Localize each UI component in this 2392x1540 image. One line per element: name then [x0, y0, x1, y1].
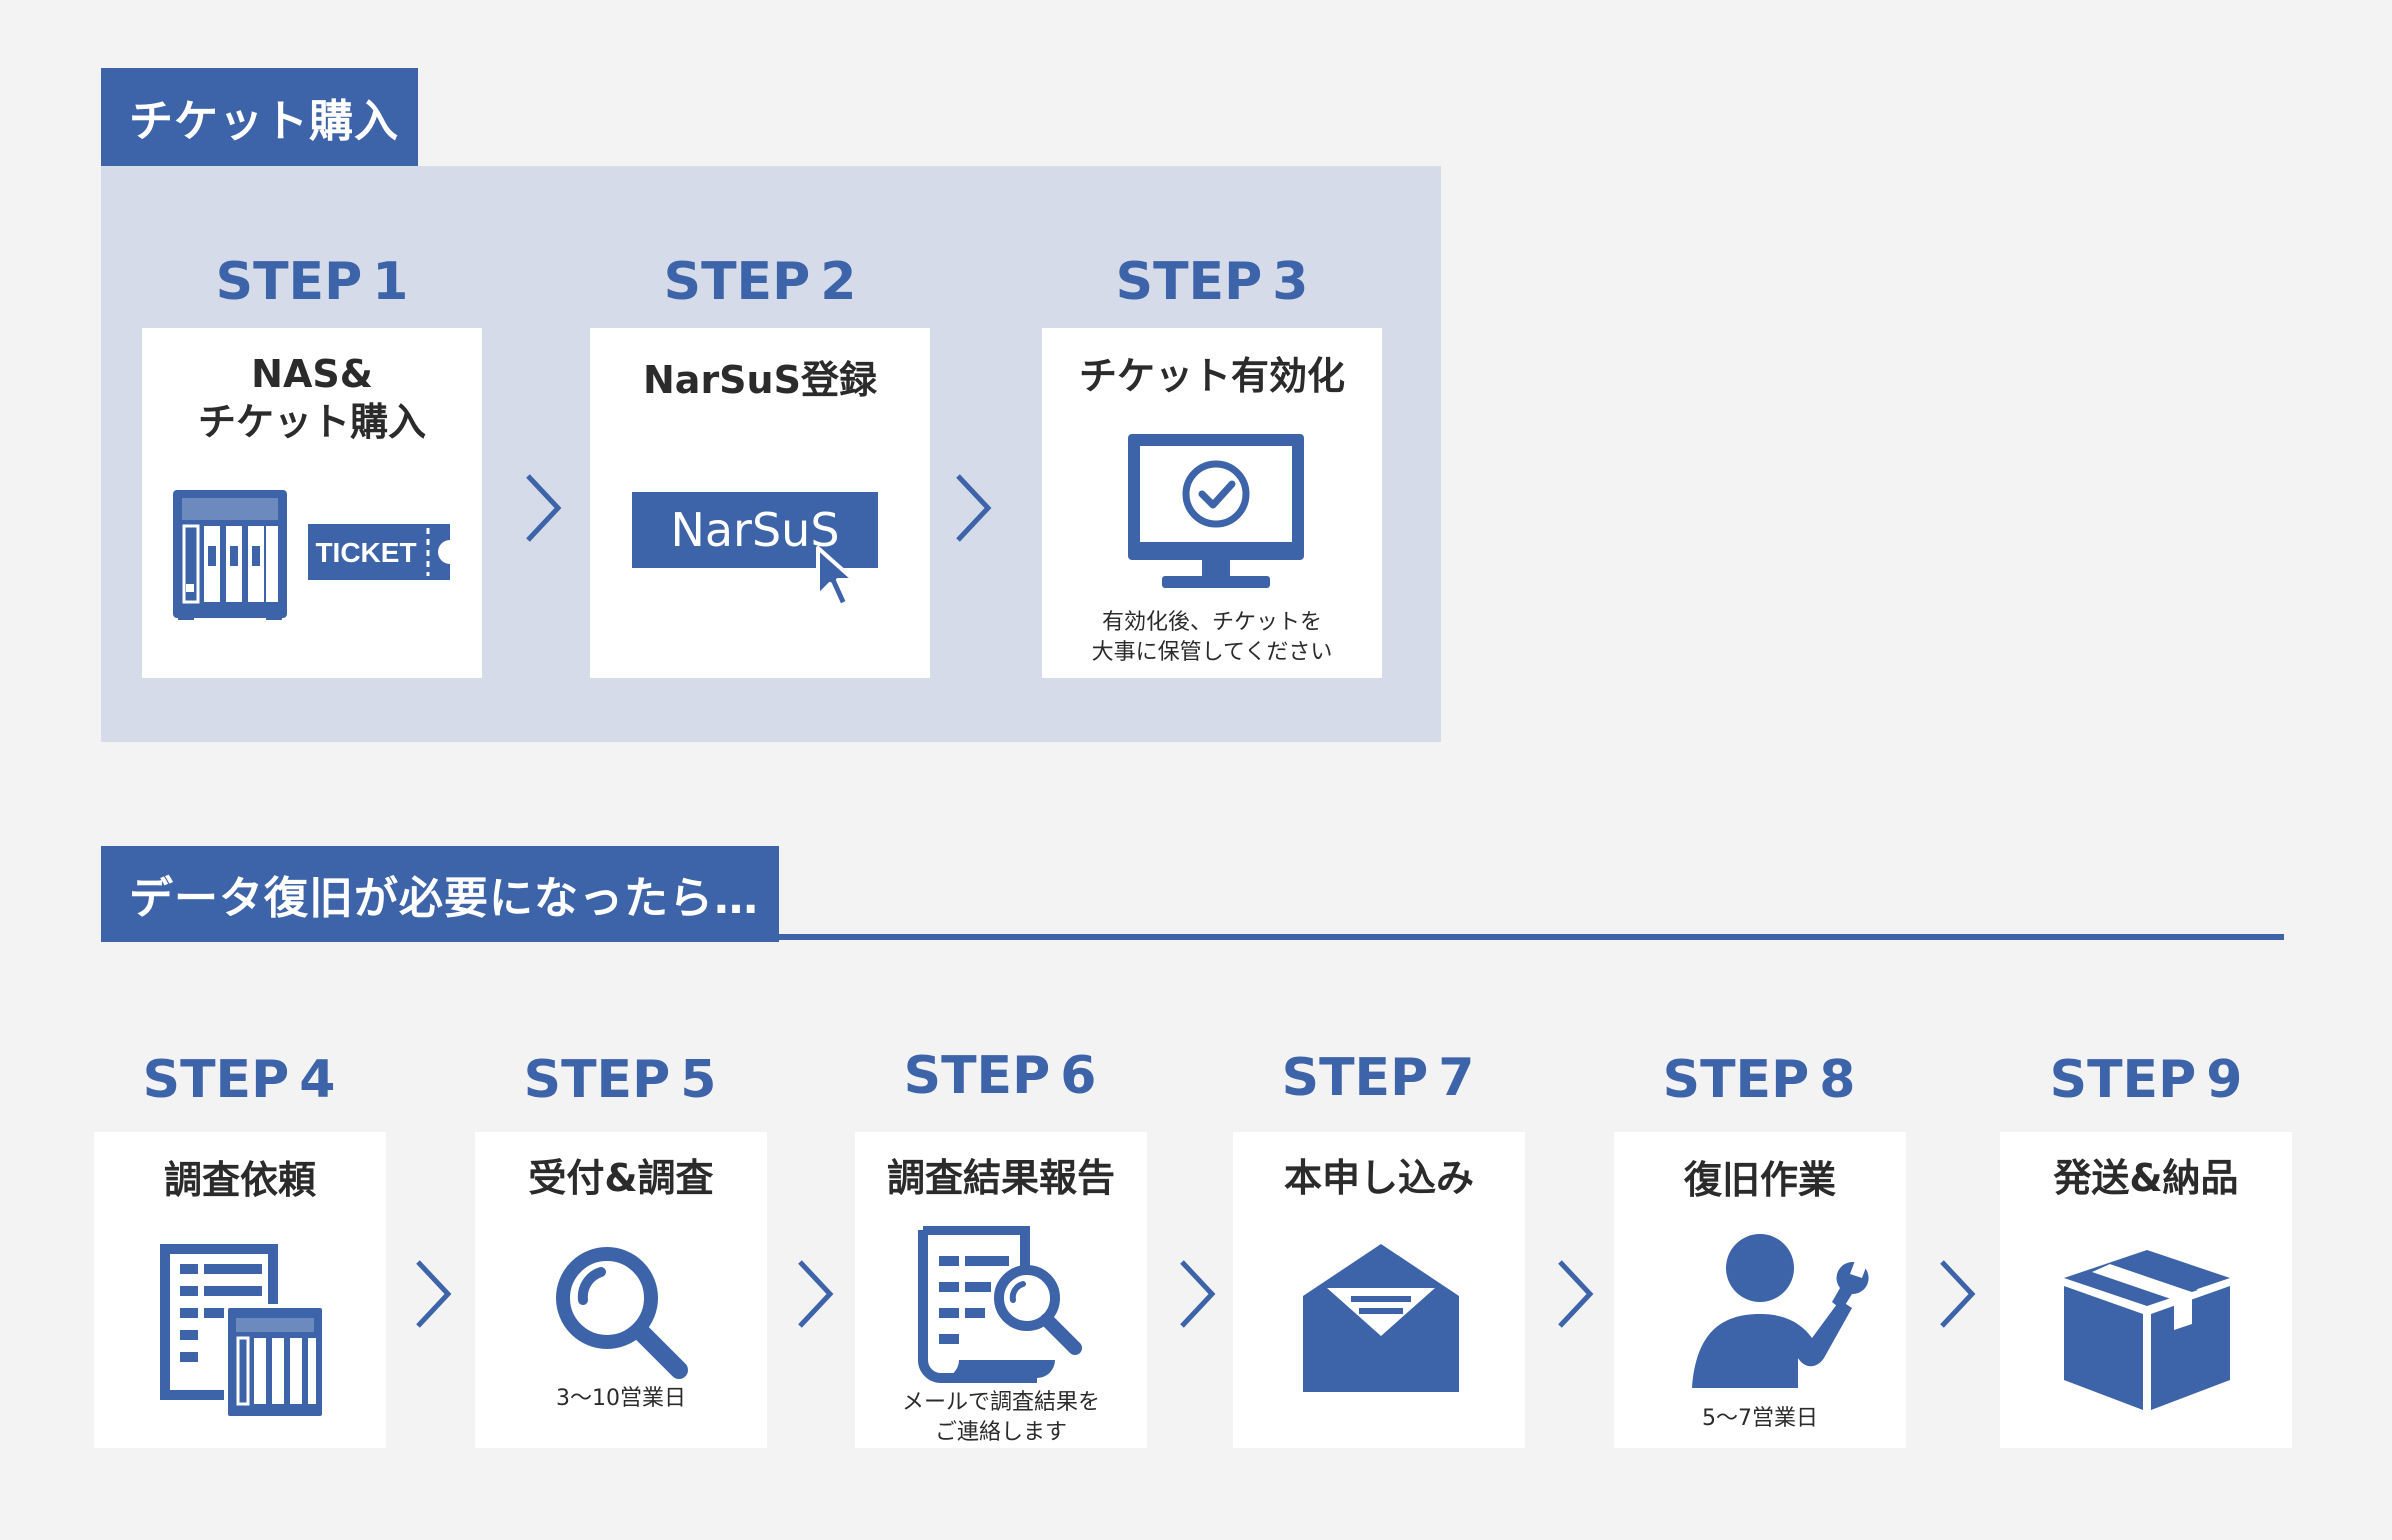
nas-ticket-icon: TICKET [170, 486, 460, 626]
step-7-card: 本申し込み [1233, 1132, 1525, 1448]
step-4-title: 調査依頼 [163, 1158, 316, 1202]
step-6-note: メールで調査結果を ご連絡します [901, 1390, 1100, 1445]
chevron-right-icon [414, 1258, 454, 1330]
step-1-card: NAS& チケット購入 TICKET [142, 328, 482, 678]
step-7-title: 本申し込み [1283, 1156, 1474, 1200]
chevron-right-icon [954, 472, 994, 544]
step-8-card: 復旧作業 5〜7営業日 [1614, 1132, 1906, 1448]
section-title-ticket-purchase: チケット購入 [101, 68, 418, 166]
package-box-icon [2062, 1250, 2232, 1410]
step-9-card: 発送&納品 [2000, 1132, 2292, 1448]
magnifier-icon [553, 1244, 693, 1384]
chevron-right-icon [1556, 1258, 1596, 1330]
svg-text:TICKET: TICKET [315, 537, 416, 568]
narsus-logo-cursor-icon: NarSuS [632, 492, 892, 612]
monitor-check-icon [1126, 432, 1306, 592]
step-5-title: 受付&調査 [528, 1156, 714, 1200]
step-3-title: チケット有効化 [1078, 354, 1345, 398]
envelope-icon [1303, 1244, 1459, 1394]
document-nas-icon [158, 1240, 328, 1422]
worker-wrench-icon [1692, 1228, 1872, 1388]
chevron-right-icon [524, 472, 564, 544]
svg-text:NarSuS: NarSuS [670, 503, 839, 557]
report-magnifier-icon [917, 1226, 1097, 1386]
chevron-right-icon [796, 1258, 836, 1330]
section-divider [779, 934, 2284, 940]
step-5-note: 3〜10営業日 [556, 1386, 686, 1411]
step-6-title: 調査結果報告 [886, 1156, 1115, 1200]
step-3-card: チケット有効化 有効化後、チケットを 大事に保管してください [1042, 328, 1382, 678]
step-5-card: 受付&調査 3〜10営業日 [475, 1132, 767, 1448]
step-8-note: 5〜7営業日 [1702, 1406, 1818, 1431]
step-1-title: NAS& チケット購入 [197, 352, 426, 444]
chevron-right-icon [1178, 1258, 1218, 1330]
step-9-title: 発送&納品 [2053, 1156, 2239, 1200]
step-3-note: 有効化後、チケットを 大事に保管してください [1091, 610, 1333, 665]
step-6-card: 調査結果報告 メールで調査結果を ご連絡します [855, 1132, 1147, 1448]
step-2-title: NarSuS登録 [643, 358, 877, 402]
step-8-title: 復旧作業 [1683, 1158, 1836, 1202]
section-title-data-recovery: データ復旧が必要になったら… [101, 846, 779, 942]
step-4-card: 調査依頼 [94, 1132, 386, 1448]
chevron-right-icon [1938, 1258, 1978, 1330]
step-2-card: NarSuS登録 NarSuS [590, 328, 930, 678]
